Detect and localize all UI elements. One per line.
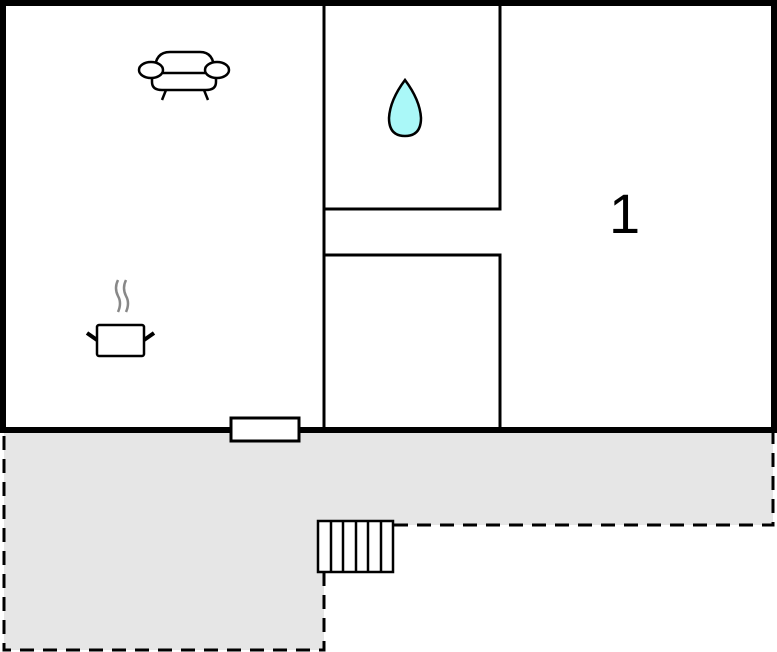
interior-walls [322,3,502,430]
entrance-door [229,416,301,443]
stairs-icon [316,519,395,574]
cooking-pot-icon [85,279,156,358]
water-drop-icon [387,77,423,138]
outer-wall [0,0,777,433]
room-number-label: 1 [609,182,641,245]
sofa-icon [137,50,231,101]
